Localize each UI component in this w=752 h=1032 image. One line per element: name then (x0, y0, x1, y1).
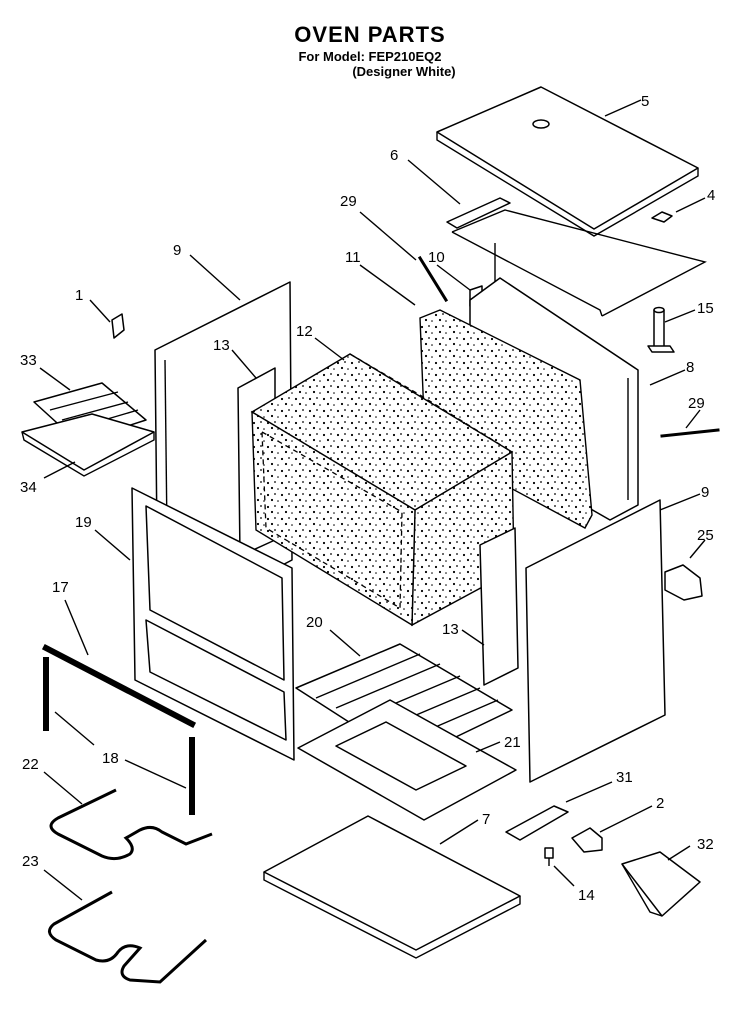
callout-labels: 5 6 4 29 10 11 9 1 33 13 12 15 8 29 9 25… (20, 93, 715, 904)
part-31-bracket (505, 805, 569, 841)
callout-21: 21 (504, 734, 521, 751)
callout-33: 33 (20, 352, 37, 369)
variant-line: (Designer White) (352, 64, 456, 79)
callout-29-lower: 29 (688, 395, 705, 412)
part-9-right-side-panel (525, 499, 666, 783)
callout-18: 18 (102, 750, 119, 767)
callout-6: 6 (390, 147, 398, 164)
part-2-clip (571, 827, 603, 853)
part-19-front-frame (131, 487, 295, 761)
callout-11: 11 (345, 249, 361, 266)
part-25-clip (664, 564, 703, 601)
callout-9-left: 9 (173, 242, 181, 259)
callout-19: 19 (75, 514, 92, 531)
callout-12: 12 (296, 323, 313, 340)
part-22-bake-element (49, 788, 213, 861)
part-23-broil-element (48, 890, 208, 984)
callout-7: 7 (482, 811, 490, 828)
part-29-rod-upper (417, 255, 449, 303)
callout-31: 31 (616, 769, 633, 786)
part-17-gasket (41, 643, 197, 729)
part-5-top-panel (436, 86, 699, 237)
part-29-rod-lower (660, 428, 720, 438)
callout-10: 10 (428, 249, 445, 266)
callout-8: 8 (686, 359, 694, 376)
part-4-clip (651, 211, 673, 223)
callout-13-right: 13 (442, 621, 459, 638)
part-15-post (647, 306, 675, 353)
callout-32: 32 (697, 836, 714, 853)
callout-2: 2 (656, 795, 664, 812)
callout-14: 14 (578, 887, 595, 904)
part-32-bracket (621, 851, 701, 917)
callout-34: 34 (20, 479, 37, 496)
part-1-clip (111, 313, 125, 339)
callout-20: 20 (306, 614, 323, 631)
part-7-bottom-panel (263, 815, 521, 959)
leader-lines (39, 99, 706, 901)
part-34-broil-pan (21, 413, 155, 477)
callout-25: 25 (697, 527, 714, 544)
callout-15: 15 (697, 300, 714, 317)
part-18-gasket-strips (43, 657, 195, 815)
callout-1: 1 (75, 287, 83, 304)
part-12-cavity-insulation (250, 353, 515, 627)
callout-23: 23 (22, 853, 39, 870)
callout-4: 4 (707, 187, 715, 204)
part-13-right-strip (479, 527, 519, 686)
part-21-oven-bottom (297, 699, 517, 821)
callout-17: 17 (52, 579, 69, 596)
part-6-trim-strip (446, 197, 511, 229)
callout-22: 22 (22, 756, 39, 773)
callout-9-right: 9 (701, 484, 709, 501)
model-line: For Model: FEP210EQ2 (298, 49, 442, 64)
part-14-screw (544, 847, 554, 866)
diagram-title: OVEN PARTS (294, 22, 446, 47)
callout-5: 5 (641, 93, 649, 110)
callout-13-left: 13 (213, 337, 230, 354)
callout-29-upper: 29 (340, 193, 357, 210)
